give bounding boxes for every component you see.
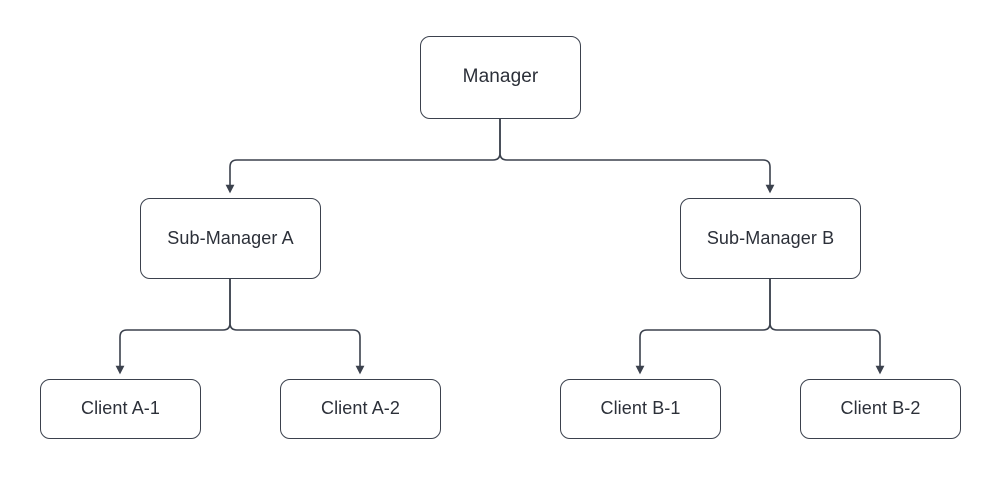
- node-sub-manager-a[interactable]: Sub-Manager A: [140, 198, 321, 279]
- edge-sub-manager-b-client-b-2: [769, 279, 885, 375]
- node-client-a-1-label: Client A-1: [80, 398, 161, 419]
- edge-sub-manager-a-client-a-1: [115, 279, 231, 375]
- node-sub-manager-a-label: Sub-Manager A: [167, 227, 294, 248]
- edge-sub-manager-b-client-b-1: [635, 279, 771, 375]
- edge-manager-sub-manager-a: [225, 119, 501, 194]
- node-client-b-1[interactable]: Client B-1: [560, 379, 721, 439]
- edge-manager-sub-manager-b: [499, 119, 775, 194]
- node-client-b-2[interactable]: Client B-2: [800, 379, 961, 439]
- edge-sub-manager-a-client-a-2: [229, 279, 365, 375]
- node-manager-label: Manager: [462, 66, 539, 88]
- node-manager[interactable]: Manager: [420, 36, 581, 119]
- node-sub-manager-b-label: Sub-Manager B: [706, 227, 835, 248]
- node-client-a-1[interactable]: Client A-1: [40, 379, 201, 439]
- node-client-b-2-label: Client B-2: [840, 398, 921, 419]
- node-client-b-1-label: Client B-1: [600, 398, 681, 419]
- node-client-a-2[interactable]: Client A-2: [280, 379, 441, 439]
- node-sub-manager-b[interactable]: Sub-Manager B: [680, 198, 861, 279]
- node-client-a-2-label: Client A-2: [320, 398, 401, 419]
